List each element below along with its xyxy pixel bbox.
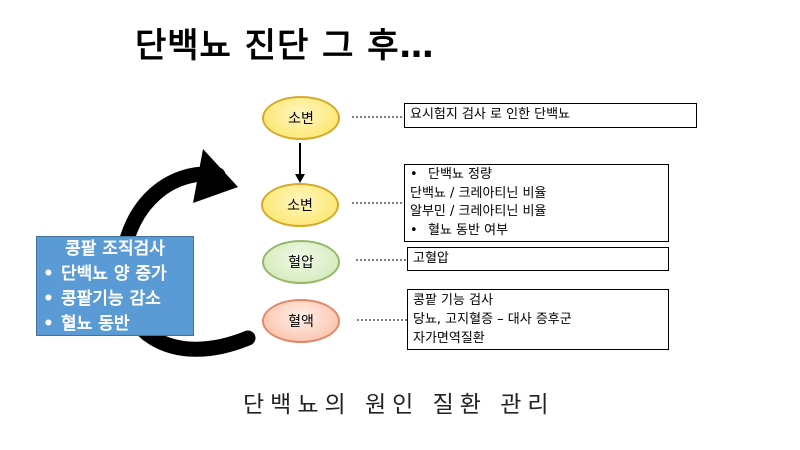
info-line: • 혈뇨 동반 여부: [410, 222, 663, 241]
bottom-caption: 단백뇨의 원인 질환 관리: [243, 392, 555, 418]
info-line: 알부민 / 크레아티닌 비율: [410, 204, 547, 219]
node-urine-2: 소변: [261, 183, 339, 227]
info-line: 당뇨, 고지혈증 – 대사 증후군: [413, 312, 572, 327]
kidney-biopsy-box: 콩팥 조직검사 • 단백뇨 양 증가 • 콩팥기능 감소 • 혈뇨 동반: [36, 236, 194, 336]
list-item: • 단백뇨 양 증가: [43, 262, 187, 287]
list-item-text: 혈뇨 동반: [61, 314, 130, 334]
info-line: • 단백뇨 정량: [410, 166, 663, 185]
bullet-glyph: •: [43, 289, 54, 309]
bullet-glyph: •: [43, 314, 54, 334]
info-box-urine-tests: • 단백뇨 정량 단백뇨 / 크레아티닌 비율 알부민 / 크레아티닌 비율 • 혈…: [404, 164, 669, 242]
node-label: 소변: [287, 198, 313, 214]
cycle-arrow-head: [193, 149, 238, 203]
list-item: • 혈뇨 동반: [43, 312, 187, 337]
info-line: 요시험지 검사 로 인한 단백뇨: [410, 107, 571, 122]
info-line: 콩팥 기능 검사: [413, 293, 494, 308]
info-box-blood-tests: 콩팥 기능 검사 당뇨, 고지혈증 – 대사 증후군 자가면역질환: [407, 289, 669, 350]
info-box-hypertension: 고혈압: [407, 247, 669, 271]
list-item-text: 콩팥기능 감소: [61, 289, 161, 309]
bullet-glyph: •: [410, 167, 418, 182]
info-box-dipstick: 요시험지 검사 로 인한 단백뇨: [404, 103, 697, 128]
info-line: 단백뇨 / 크레아티닌 비율: [410, 185, 547, 201]
node-label: 혈액: [288, 314, 314, 330]
list-item: • 콩팥기능 감소: [43, 287, 187, 312]
node-blood: 혈액: [262, 299, 340, 343]
info-line-text: 단백뇨 정량: [428, 167, 492, 182]
kidney-biopsy-heading: 콩팥 조직검사: [65, 239, 165, 259]
node-label: 소변: [288, 111, 314, 127]
node-urine-1: 소변: [262, 96, 340, 140]
info-line-text: 혈뇨 동반 여부: [428, 222, 509, 238]
page-title: 단백뇨 진단 그 후…: [135, 26, 435, 66]
node-label: 혈압: [288, 255, 314, 271]
bullet-glyph: •: [43, 264, 54, 284]
list-item-text: 단백뇨 양 증가: [61, 264, 167, 284]
down-arrow-head: [295, 174, 305, 183]
info-line: 고혈압: [413, 251, 449, 266]
node-blood-pressure: 혈압: [262, 240, 340, 284]
info-line: 자가면역질환: [413, 331, 485, 346]
bullet-glyph: •: [410, 222, 418, 238]
